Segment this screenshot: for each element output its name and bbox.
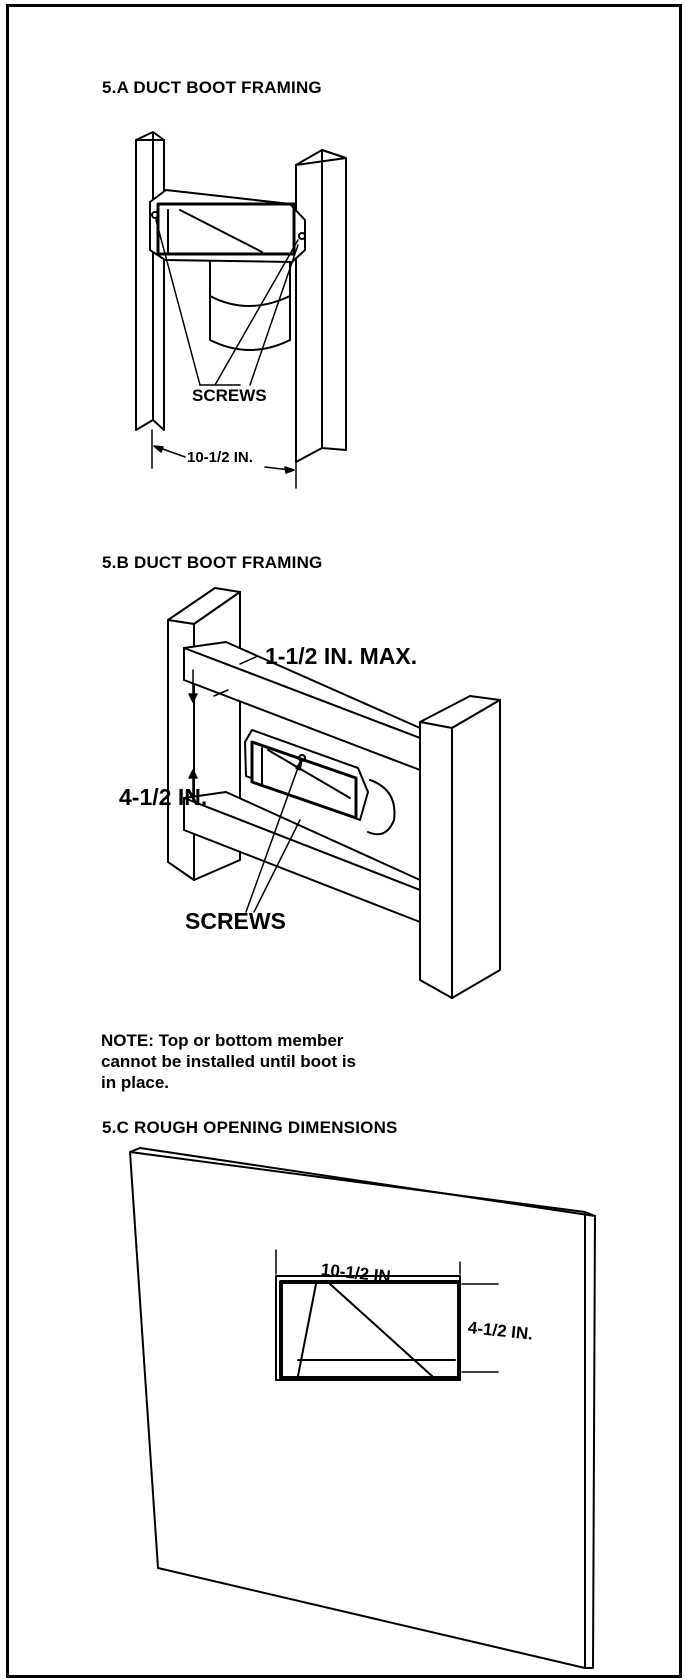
fig-5b-note: NOTE: Top or bottom member cannot be ins… bbox=[101, 1031, 357, 1092]
fig-5b-screws-label: SCREWS bbox=[185, 908, 286, 934]
section-title-5c: 5.C ROUGH OPENING DIMENSIONS bbox=[102, 1118, 398, 1137]
fig-5b-boot bbox=[244, 729, 396, 836]
fig-5b-right-stud bbox=[419, 695, 501, 999]
fig-5b-max-label: 1-1/2 IN. MAX. bbox=[265, 643, 418, 669]
fig-5a-right-stud bbox=[295, 149, 347, 463]
fig-5c-dimension-lines bbox=[275, 1249, 499, 1373]
fig-5a-left-stud bbox=[135, 131, 165, 431]
fig-5c-wall bbox=[129, 1147, 596, 1669]
fig-5b-height-label: 4-1/2 IN. bbox=[119, 784, 208, 810]
fig-5a-screws-label: SCREWS bbox=[192, 386, 267, 405]
fig-5a-leaders bbox=[151, 219, 299, 489]
fig-5b-leaders bbox=[188, 655, 303, 913]
section-title-5a: 5.A DUCT BOOT FRAMING bbox=[102, 78, 322, 97]
fig-5c-opening bbox=[275, 1275, 461, 1381]
fig-5a-boot bbox=[149, 189, 306, 351]
fig-5a-width-label: 10-1/2 IN. bbox=[187, 449, 253, 466]
section-title-5b: 5.B DUCT BOOT FRAMING bbox=[102, 553, 323, 572]
